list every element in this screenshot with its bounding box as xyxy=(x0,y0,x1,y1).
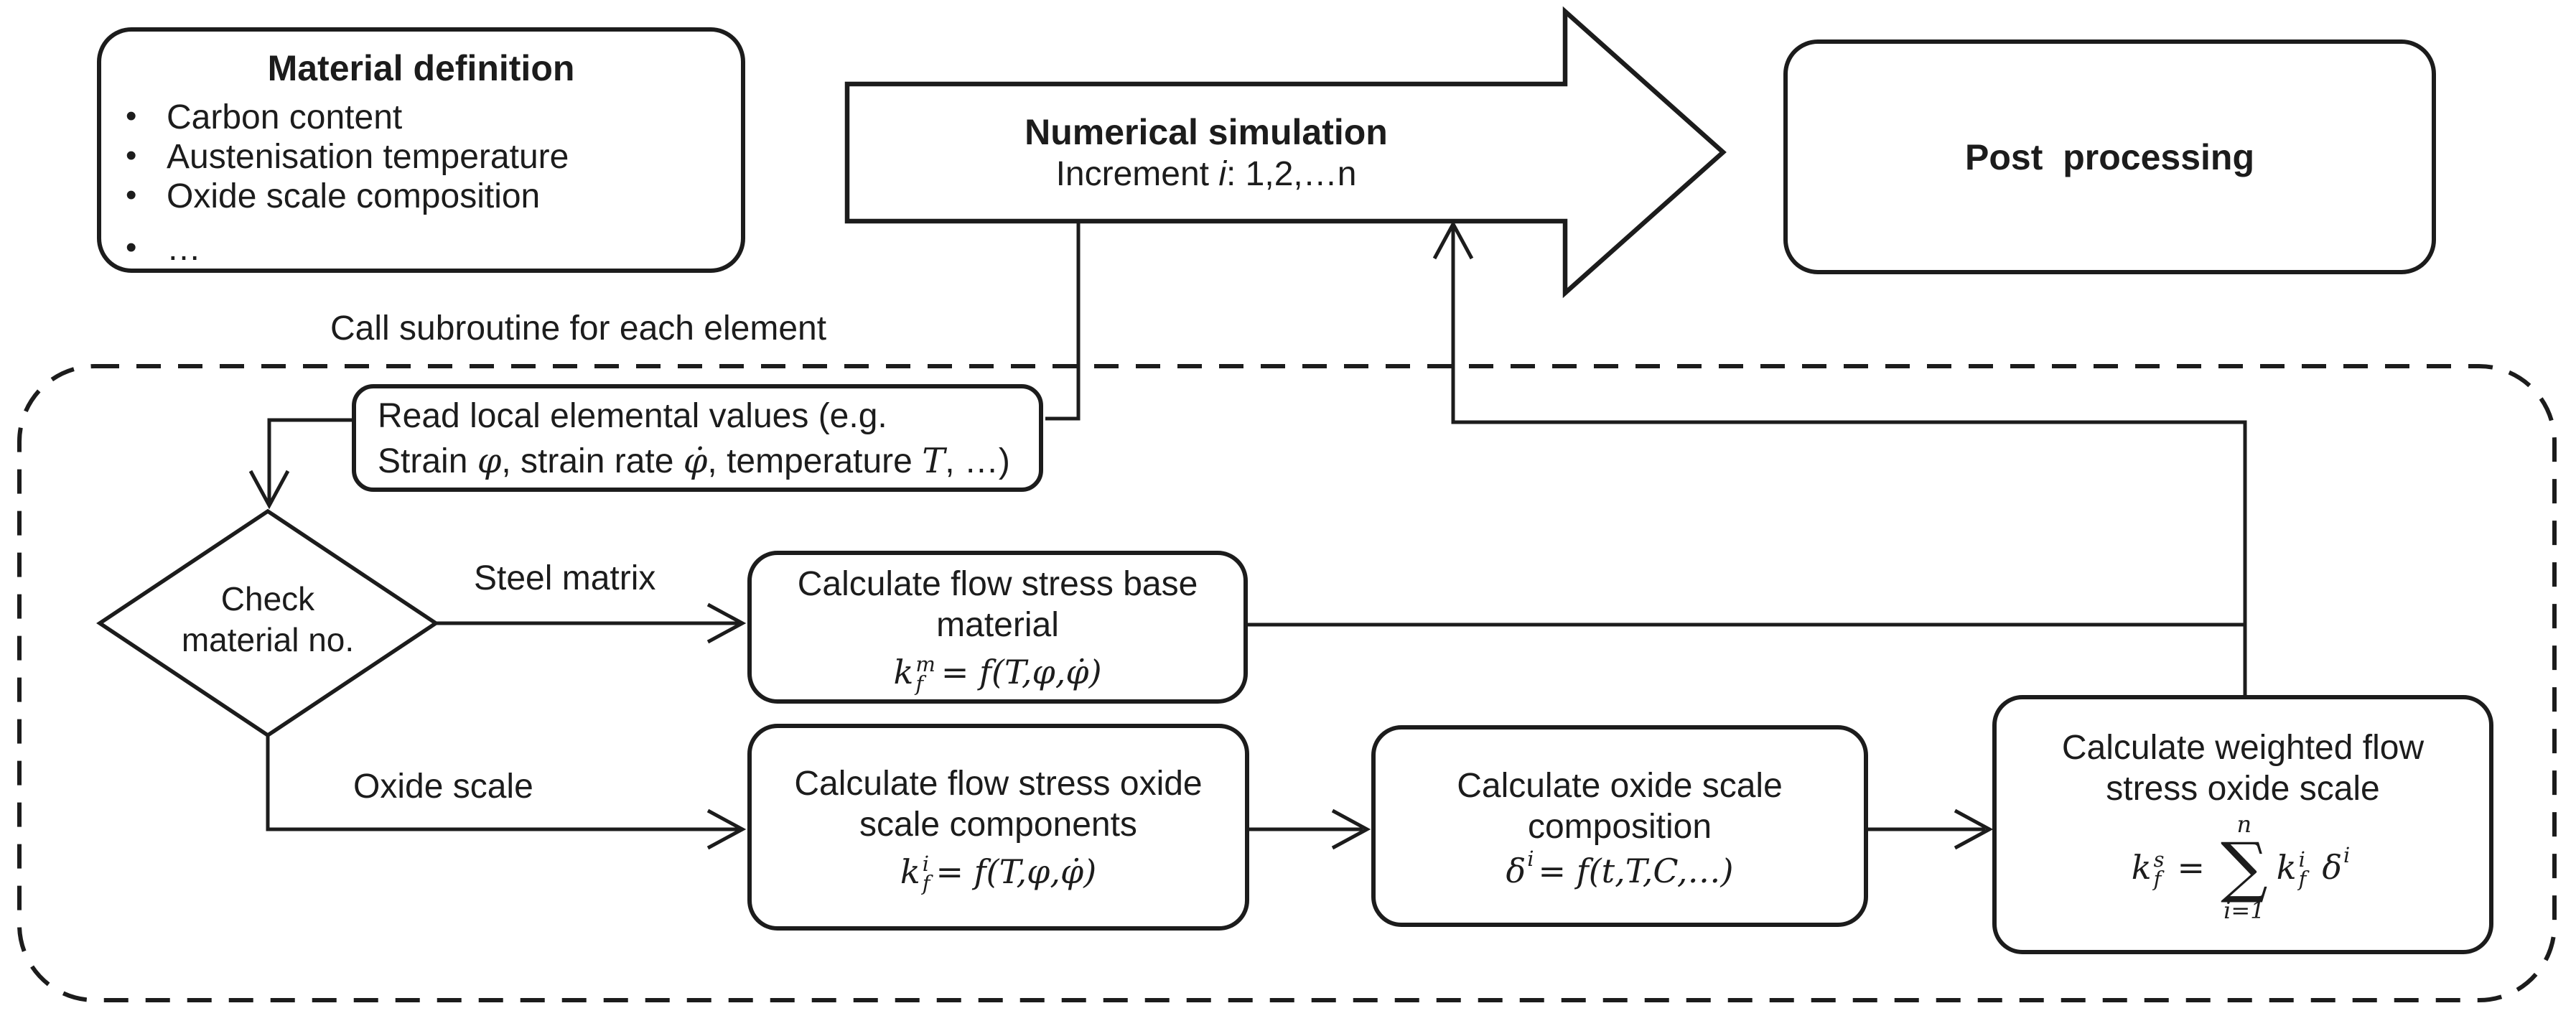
flow-stress-oxide-line2: scale components xyxy=(859,806,1137,844)
arrowhead-into-simulation xyxy=(1432,220,1474,260)
arrowhead-into-composition xyxy=(1331,808,1371,850)
connector-read-to-check xyxy=(267,418,352,503)
numerical-simulation-arrow-shape xyxy=(844,6,1727,299)
flow-stress-base-line1: Calculate flow stress base xyxy=(797,564,1198,603)
flow-stress-oxide-line1: Calculate flow stress oxide xyxy=(794,765,1203,803)
connector-oxide-scale xyxy=(266,735,739,831)
connector-return-to-simulation xyxy=(1451,227,2247,695)
list-item: Oxide scale composition xyxy=(101,177,741,215)
numerical-simulation-label: Numerical simulation Increment i: 1,2,…n xyxy=(847,84,1565,221)
arrowhead-into-check xyxy=(248,470,290,510)
material-definition-box: Material definition Carbon content Auste… xyxy=(97,27,745,273)
read-values-line1: Read local elemental values (e.g. xyxy=(378,397,887,435)
weighted-flow-stress-line2: stress oxide scale xyxy=(2106,769,2380,808)
check-material-line1: Check xyxy=(220,580,315,617)
read-values-line2: Strain φ, strain rate φ̇, temperature T,… xyxy=(378,441,1010,481)
connector-sim-to-read xyxy=(1045,221,1081,421)
oxide-scale-branch-label: Oxide scale xyxy=(353,768,533,806)
oxide-composition-line2: composition xyxy=(1527,807,1712,846)
post-processing-box: Post processing xyxy=(1783,39,2436,274)
arrowhead-into-oxide-components xyxy=(706,808,747,850)
numerical-simulation-title: Numerical simulation xyxy=(1025,111,1388,152)
numerical-simulation-increment: Increment i: 1,2,…n xyxy=(1055,154,1357,193)
check-material-label: Check material no. xyxy=(100,579,436,661)
weighted-flow-stress-box: Calculate weighted flow stress oxide sca… xyxy=(1992,695,2493,954)
arrowhead-into-base-material xyxy=(706,602,747,644)
call-subroutine-label: Call subroutine for each element xyxy=(330,309,827,348)
flow-stress-base-line2: material xyxy=(936,605,1059,644)
flow-stress-oxide-box: Calculate flow stress oxide scale compon… xyxy=(747,724,1249,931)
list-item: … xyxy=(101,229,741,267)
material-definition-title: Material definition xyxy=(267,48,575,88)
steel-matrix-branch-label: Steel matrix xyxy=(474,559,656,597)
read-values-box: Read local elemental values (e.g. Strain… xyxy=(352,384,1043,492)
weighted-flow-stress-line1: Calculate weighted flow xyxy=(2061,728,2425,767)
subroutine-dashed-container xyxy=(17,364,2557,1002)
summation-symbol: n∑i=1 xyxy=(2221,810,2268,924)
list-item: Austenisation temperature xyxy=(101,137,741,175)
arrowhead-into-weighted xyxy=(1954,808,1994,850)
post-processing-title: Post processing xyxy=(1965,136,2254,177)
check-material-line2: material no. xyxy=(181,621,355,658)
list-item: Carbon content xyxy=(101,98,741,136)
oxide-composition-line1: Calculate oxide scale xyxy=(1457,766,1783,805)
material-definition-list: Carbon content Austenisation temperature… xyxy=(101,98,741,267)
